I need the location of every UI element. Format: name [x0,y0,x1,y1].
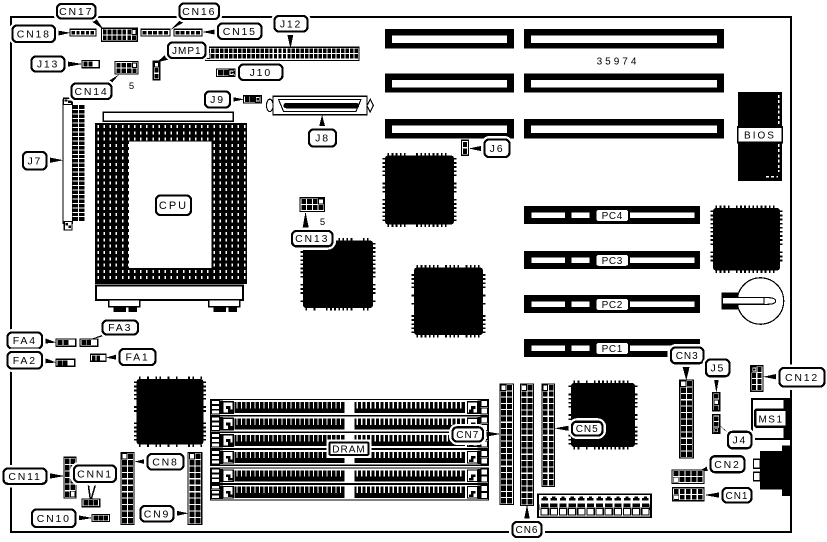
svg-text:CN12: CN12 [785,372,819,384]
svg-text:BIOS: BIOS [744,131,776,142]
svg-text:J9: J9 [210,94,225,106]
svg-text:CN11: CN11 [8,471,41,483]
svg-text:CN7: CN7 [456,430,479,441]
svg-text:CN13: CN13 [295,233,329,245]
svg-text:CPU: CPU [159,200,188,212]
svg-text:J4: J4 [732,435,747,447]
svg-text:5: 5 [320,217,325,228]
svg-text:PC2: PC2 [602,300,623,311]
svg-text:CN3: CN3 [676,351,699,362]
svg-text:J10: J10 [250,67,272,79]
svg-text:CN17: CN17 [59,6,93,18]
svg-text:CN16: CN16 [182,6,216,18]
svg-text:CN5: CN5 [576,424,599,435]
svg-text:CN18: CN18 [17,28,51,40]
svg-text:CNN1: CNN1 [77,468,113,480]
svg-text:FA4: FA4 [13,335,37,347]
svg-text:CN15: CN15 [223,26,257,38]
svg-text:CN2: CN2 [714,459,740,471]
svg-text:J13: J13 [37,59,59,71]
svg-text:J6: J6 [490,143,505,155]
svg-text:J7: J7 [27,155,42,167]
svg-text:CN9: CN9 [144,508,170,520]
svg-text:PC4: PC4 [602,211,623,222]
svg-text:CN14: CN14 [74,86,108,98]
svg-text:FA2: FA2 [13,355,37,367]
svg-text:FA3: FA3 [108,322,132,334]
svg-text:CN8: CN8 [152,456,178,468]
svg-text:DRAM: DRAM [332,444,365,455]
svg-text:J5: J5 [710,363,725,375]
svg-text:PC1: PC1 [602,344,623,355]
svg-text:MS1: MS1 [758,415,783,426]
svg-text:PC3: PC3 [602,256,623,267]
svg-text:CN1: CN1 [725,491,748,502]
svg-text:J8: J8 [315,133,330,145]
svg-text:5: 5 [129,81,134,92]
svg-text:FA1: FA1 [125,352,149,364]
svg-text:CN6: CN6 [515,525,538,536]
svg-text:JMP1: JMP1 [172,46,202,57]
svg-text:J12: J12 [280,18,302,30]
svg-text:CN10: CN10 [37,513,71,525]
svg-text:35974: 35974 [597,57,640,68]
